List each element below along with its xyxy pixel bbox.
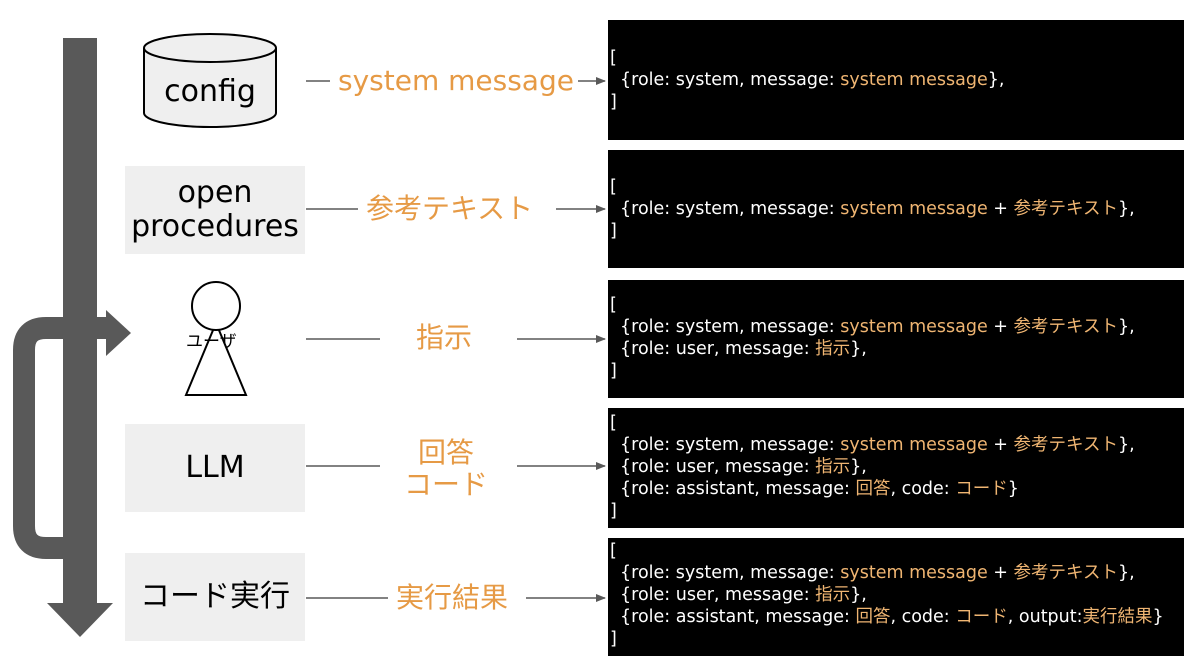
- flow-label-exec-result: 実行結果: [392, 582, 513, 614]
- panel-message-user: {role: user, message: 指示},: [620, 339, 867, 359]
- panel-open-bracket: [: [610, 48, 617, 68]
- panel-open-bracket: [: [610, 295, 617, 315]
- panel-message-system: {role: system, message: system message +…: [620, 199, 1135, 219]
- panel-close-bracket: ]: [610, 221, 617, 241]
- panel-message-system: {role: system, message: system message +…: [620, 435, 1135, 455]
- panel-close-bracket: ]: [610, 92, 617, 112]
- panel-close-bracket: ]: [610, 629, 617, 649]
- messages-panel-3: [ {role: system, message: system message…: [608, 280, 1184, 398]
- flow-label-instruction: 指示: [412, 322, 477, 354]
- flow-label-system-message: system message: [334, 65, 578, 97]
- connectors: [306, 77, 606, 602]
- flow-label-answer-code: 回答 コード: [400, 437, 493, 501]
- llm-box: LLM: [125, 424, 305, 512]
- panel-close-bracket: ]: [610, 501, 617, 521]
- messages-panel-5: [ {role: system, message: system message…: [608, 538, 1184, 656]
- panel-close-bracket: ]: [610, 361, 617, 381]
- panel-message-user: {role: user, message: 指示},: [620, 585, 867, 605]
- flow-label-reference-text: 参考テキスト: [362, 193, 538, 225]
- messages-panel-1: [ {role: system, message: system message…: [608, 20, 1184, 140]
- messages-panel-4: [ {role: system, message: system message…: [608, 408, 1184, 528]
- panel-message-system: {role: system, message: system message +…: [620, 317, 1135, 337]
- config-label: config: [164, 74, 256, 109]
- main-flow-arrow-head: [47, 603, 113, 637]
- panel-open-bracket: [: [610, 177, 617, 197]
- panel-message-assistant: {role: assistant, message: 回答, code: コード…: [620, 607, 1164, 627]
- panel-open-bracket: [: [610, 541, 617, 561]
- open-procedures-box: open procedures: [125, 166, 305, 254]
- panel-message-assistant: {role: assistant, message: 回答, code: コード…: [620, 479, 1019, 499]
- loop-back-arrow: [13, 317, 108, 559]
- user-person-icon: [184, 281, 248, 396]
- panel-open-bracket: [: [610, 413, 617, 433]
- panel-message-system: {role: system, message: system message +…: [620, 563, 1135, 583]
- messages-panel-2: [ {role: system, message: system message…: [608, 150, 1184, 268]
- loop-back-arrow-head: [106, 310, 131, 356]
- panel-message-system: {role: system, message: system message},: [620, 70, 1005, 90]
- code-exec-box: コード実行: [125, 553, 305, 641]
- config-database-icon: [143, 33, 277, 128]
- user-label: ユーザ: [186, 332, 237, 352]
- panel-message-user: {role: user, message: 指示},: [620, 457, 867, 477]
